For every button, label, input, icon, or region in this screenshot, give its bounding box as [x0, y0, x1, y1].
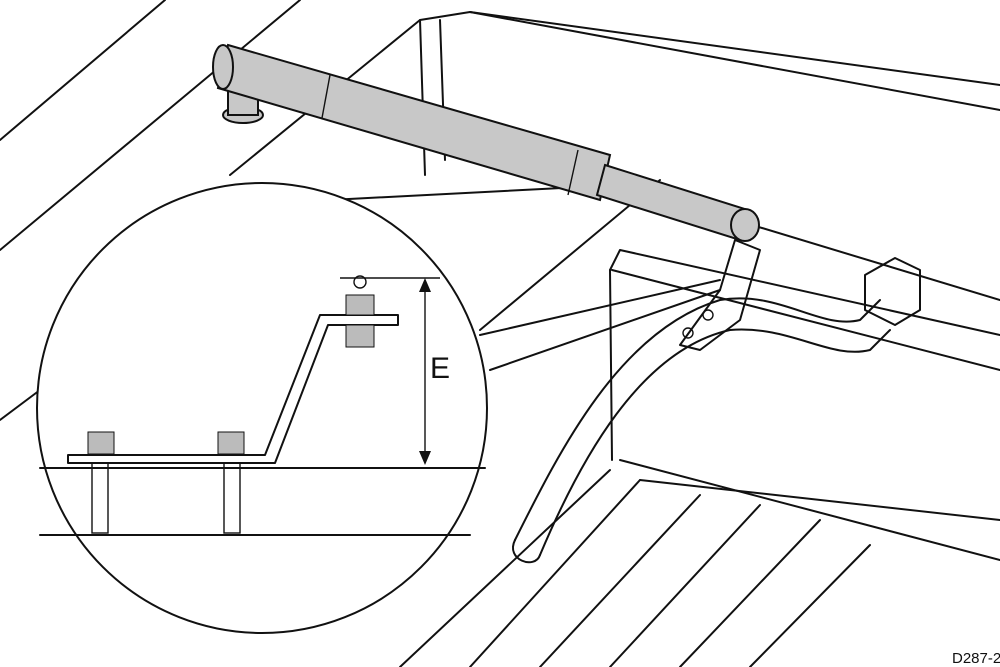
- tiller-arm: [512, 239, 921, 564]
- detail-callout: [36, 182, 721, 634]
- hydraulic-ram: [212, 43, 760, 242]
- dimension-e-label: E: [430, 352, 451, 385]
- drawing-reference-code: D287-2: [952, 650, 1000, 667]
